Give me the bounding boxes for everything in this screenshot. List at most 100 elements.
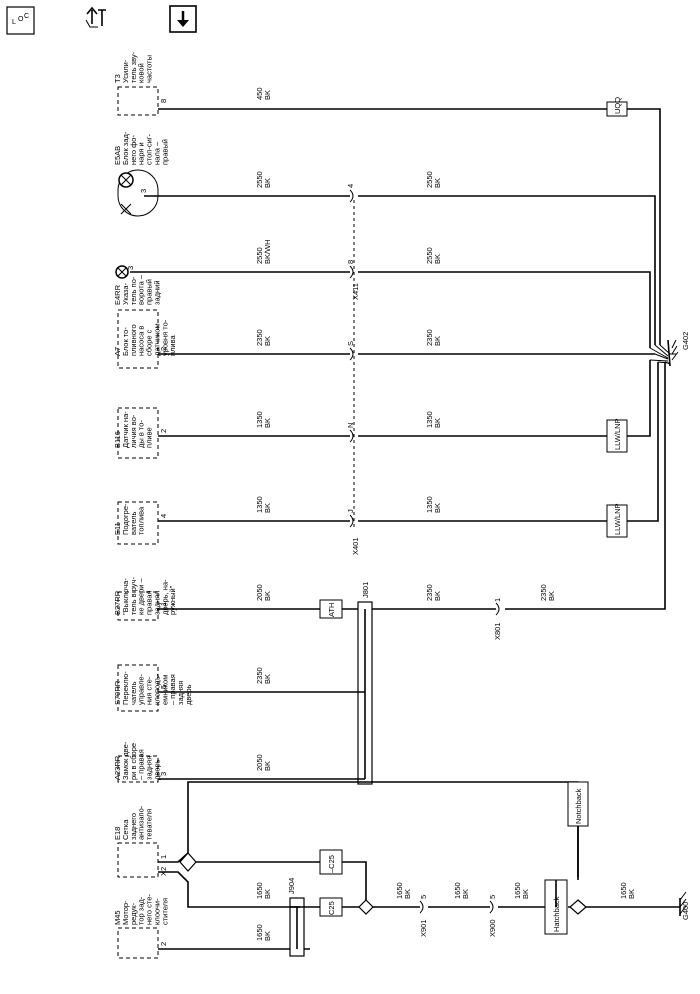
wire-label-w_e4rr_l: 2550BK/WH: [255, 239, 272, 264]
pin-e18-x2: X2: [159, 867, 168, 876]
component-code-m45: M45: [113, 910, 122, 925]
option-hatchback: Hatchback: [552, 896, 561, 932]
component-desc-e5ab: Блок зад-него фо-наря истоп-сиг-нала –пр…: [121, 131, 169, 165]
wire-label-w_m45_top: 1650BK: [255, 882, 272, 899]
connector-pin: 5: [419, 895, 428, 899]
connector-pin: 4: [346, 184, 355, 188]
splice-label-j904: J904: [287, 878, 296, 894]
component-box-m45[interactable]: [117, 927, 159, 959]
component-desc-e4rr: Указа-тель по-ворота –правыйзадний: [121, 274, 162, 305]
option-ath: ATH: [327, 603, 336, 617]
connector-pin: S: [346, 341, 355, 346]
svg-text:C: C: [24, 13, 29, 20]
connector-pin: N: [346, 423, 355, 428]
splice-label-j801: J801: [361, 582, 370, 598]
component-desc-a7: Блок то-пливногонасоса всборе сдатчикому…: [121, 319, 177, 356]
connector-name-x401: X401: [351, 537, 360, 555]
component-code-b116: B116: [113, 431, 122, 448]
wire-label-w_g3: 1650BK: [513, 882, 530, 899]
ground-symbol-icon: [679, 891, 687, 916]
option-uqq: UQQ: [613, 97, 622, 114]
pin-b116: 2: [159, 429, 168, 433]
connector-name-x900: X900: [488, 919, 497, 937]
component-box-e18[interactable]: [117, 842, 159, 878]
download-icon[interactable]: [169, 5, 197, 33]
ground-symbol-icon: [670, 339, 679, 361]
component-desc-s79rr: Переклю-чательуправле-ния сте-клоподъ-ем…: [121, 671, 193, 705]
wire-label-w_b27_m: 2350BK: [425, 584, 442, 601]
option-llw-lnp: LLW/LNP: [613, 503, 622, 535]
connector-symbols: [349, 189, 500, 914]
wire-label-w_e4rr_r: 2550BK: [425, 247, 442, 264]
component-box-s79rr[interactable]: [117, 664, 159, 712]
component-code-e11: E11: [113, 522, 122, 535]
component-code-e5ab: E5AB: [113, 146, 122, 165]
lamp-icon: [118, 172, 134, 215]
splice-diamond-icon: [179, 852, 587, 915]
wire-label-w_g1: 1650BK: [395, 882, 412, 899]
svg-text:O: O: [18, 16, 24, 23]
component-code-b27rr: B27RR: [113, 590, 122, 615]
component-boxes: [117, 86, 159, 959]
wire-label-w_e11_l: 1350BK: [255, 496, 272, 513]
component-desc-m45: Мотор-редук-тор зад-него сте-клоочи-стит…: [121, 894, 169, 925]
component-box-e11[interactable]: [117, 501, 159, 545]
option-boxes: [319, 101, 628, 935]
wire-label-w_m45_bot: 1650BK: [255, 924, 272, 941]
component-desc-e18: Сетказаднегоантизапо-тевателя: [121, 805, 154, 840]
component-desc-e11: Подогре-вательтоплива: [121, 503, 146, 535]
component-code-a23rr: A23RR: [113, 755, 122, 780]
connector-pin: 1: [493, 598, 502, 602]
wire-label-w_b116_l: 1350BK: [255, 411, 272, 428]
connector-locator-icon[interactable]: L O C: [6, 6, 35, 35]
wire-label-w_a23: 2050BK: [255, 754, 272, 771]
connector-name-x411: X411: [351, 283, 360, 300]
connector-pin: 8: [346, 260, 355, 264]
component-code-t3: T3: [113, 74, 122, 83]
pin-e11: 4: [159, 514, 168, 518]
wire-label-w_t3: 450BK: [255, 87, 272, 100]
pin-e18: 1: [159, 855, 168, 859]
pin-e5ab: 3: [139, 189, 148, 193]
option-llw-lnp: LLW/LNP: [613, 418, 622, 450]
wire-label-w_b116_r: 1350BK: [425, 411, 442, 428]
pin-a7: 2: [159, 347, 168, 351]
component-desc-b116: Датчик на-личия во-ды в то-пливе: [121, 411, 154, 448]
option-c25-neg: –C25: [327, 855, 336, 873]
wire-label-w_g4: 1650BK: [619, 882, 636, 899]
splice-j801: [357, 601, 373, 785]
wiring-repair-icon[interactable]: [85, 6, 106, 28]
component-desc-b27rr: "Выключа-тель в руч-ке двери –праваязадн…: [121, 577, 177, 615]
wire-label-w_e5ab_r: 2550BK: [425, 171, 442, 188]
component-desc-t3: Усили-тель зву-ковойчастоты: [121, 51, 154, 83]
wires: [130, 108, 680, 950]
wire-label-w_g2: 1650BK: [453, 882, 470, 899]
connector-name-x801: X801: [493, 622, 502, 640]
pin-s79rr: 5: [159, 685, 168, 689]
ground-label-g400: G400: [681, 902, 690, 920]
pin-b27rr: 1: [159, 602, 168, 606]
splice-j904: [289, 897, 305, 957]
wire-label-w_b27_l: 2050BK: [255, 584, 272, 601]
wire-label-w_a7_r: 2350BK: [425, 329, 442, 346]
pin-m45: 2: [159, 942, 168, 946]
component-box-e5ab[interactable]: [117, 169, 159, 217]
component-box-b27rr[interactable]: [117, 591, 159, 621]
connector-name-x901: X901: [419, 919, 428, 937]
pin-a23rr: 3: [159, 772, 168, 776]
pin-t3: 8: [159, 99, 168, 103]
wire-label-w_b27_r: 2350BK: [539, 584, 556, 601]
connector-pin: 5: [488, 895, 497, 899]
pin-e4rr: 3: [126, 266, 135, 270]
wire-label-w_a7_l: 2350BK: [255, 329, 272, 346]
component-box-b116[interactable]: [117, 407, 159, 459]
option-notchback: Notchback: [574, 788, 583, 824]
ground-label-g402: G402: [681, 332, 690, 350]
wire-label-w_s79: 2350BK: [255, 667, 272, 684]
component-box-a23rr[interactable]: [117, 755, 159, 783]
wire-label-w_e11_r: 1350BK: [425, 496, 442, 513]
component-box-t3[interactable]: [117, 86, 159, 116]
lamp-icon: [115, 265, 129, 279]
